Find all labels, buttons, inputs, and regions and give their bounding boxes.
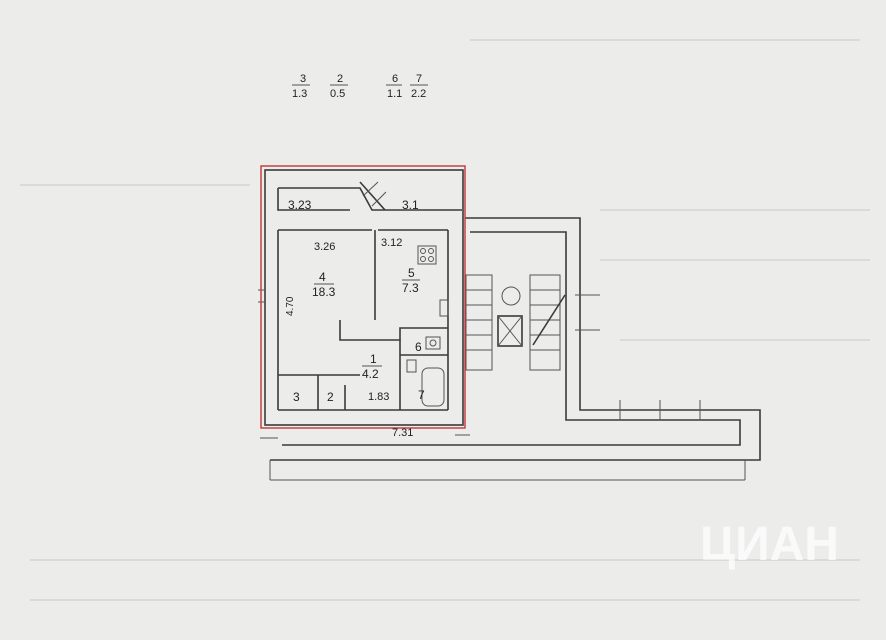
staircase [465,274,566,371]
legend-area: 2.2 [411,88,426,100]
room3-number: 3 [293,390,300,404]
room7-number: 7 [418,388,425,402]
loggia-left-dim: 3.23 [288,198,312,212]
area-legend: 3 1.3 2 0.5 6 1.1 7 2.2 [292,73,428,100]
room6-number: 6 [415,340,422,354]
apartment [258,169,470,439]
toilet-icon [406,359,417,373]
room5-width: 3.12 [381,237,402,249]
room1-number: 1 [370,352,377,366]
cian-watermark: ЦИАН [700,518,839,571]
room-labels: 3.23 3.1 3.26 4 18.3 4.70 3.12 5 7.3 1 4… [285,198,425,439]
legend-area: 0.5 [330,88,345,100]
sink-icon [425,336,441,350]
legend-item-7: 7 2.2 [410,73,428,100]
legend-item-3: 3 1.3 [292,73,310,100]
legend-area: 1.1 [387,88,402,100]
room4-area: 18.3 [312,285,336,299]
apartment-outer-wall [264,169,464,426]
legend-area: 1.3 [292,88,307,100]
legend-num: 6 [392,73,398,85]
legend-num: 7 [416,73,422,85]
bathtub-icon [421,367,445,407]
room4-number: 4 [319,270,326,284]
room1-width: 1.83 [368,391,389,403]
legend-num: 3 [300,73,306,85]
room5-area: 7.3 [402,281,419,295]
legend-item-6: 6 1.1 [386,73,402,100]
elevator-shaft [497,315,523,347]
stove-icon [417,245,437,265]
outer-length-dim: 7.31 [392,427,413,439]
legend-item-2: 2 0.5 [330,73,348,100]
loggia-right-dim: 3.1 [402,198,419,212]
legend-num: 2 [337,73,343,85]
apartment-highlight [260,165,466,429]
building-outline [269,217,761,481]
room4-width: 3.26 [314,241,335,253]
room5-number: 5 [408,266,415,280]
room4-length: 4.70 [285,296,296,316]
faint-background-lines [20,39,870,601]
room2-number: 2 [327,390,334,404]
room1-area: 4.2 [362,367,379,381]
